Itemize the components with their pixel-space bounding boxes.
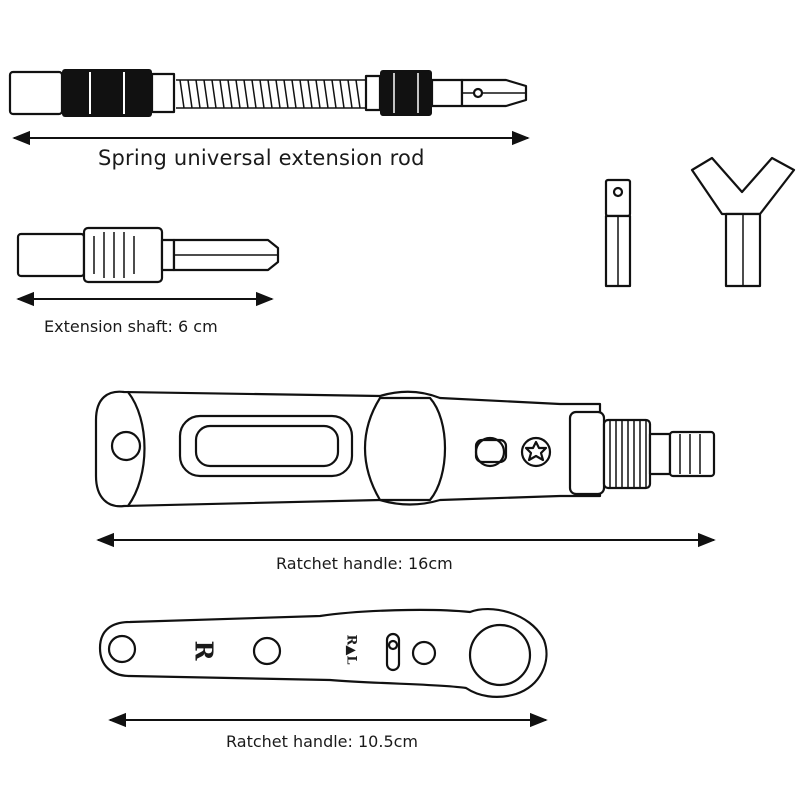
square-drive-adapter [604,178,632,288]
y-wrench [690,156,796,288]
ratchet-handle-large [94,390,716,508]
spring-coils [176,79,366,109]
ratchet-handle-small [98,608,548,698]
ratchet-small-caption: Ratchet handle: 10.5cm [226,732,418,751]
spring-extension-rod [8,69,528,117]
ratchet-large-caption: Ratchet handle: 16cm [276,554,453,573]
ratchet-small-r-mark: R [189,640,219,661]
spring-rod-caption: Spring universal extension rod [98,146,425,170]
ratchet-small-rl-mark: R▲L [343,634,359,665]
extension-shaft [16,226,280,284]
extension-shaft-caption: Extension shaft: 6 cm [44,317,218,336]
